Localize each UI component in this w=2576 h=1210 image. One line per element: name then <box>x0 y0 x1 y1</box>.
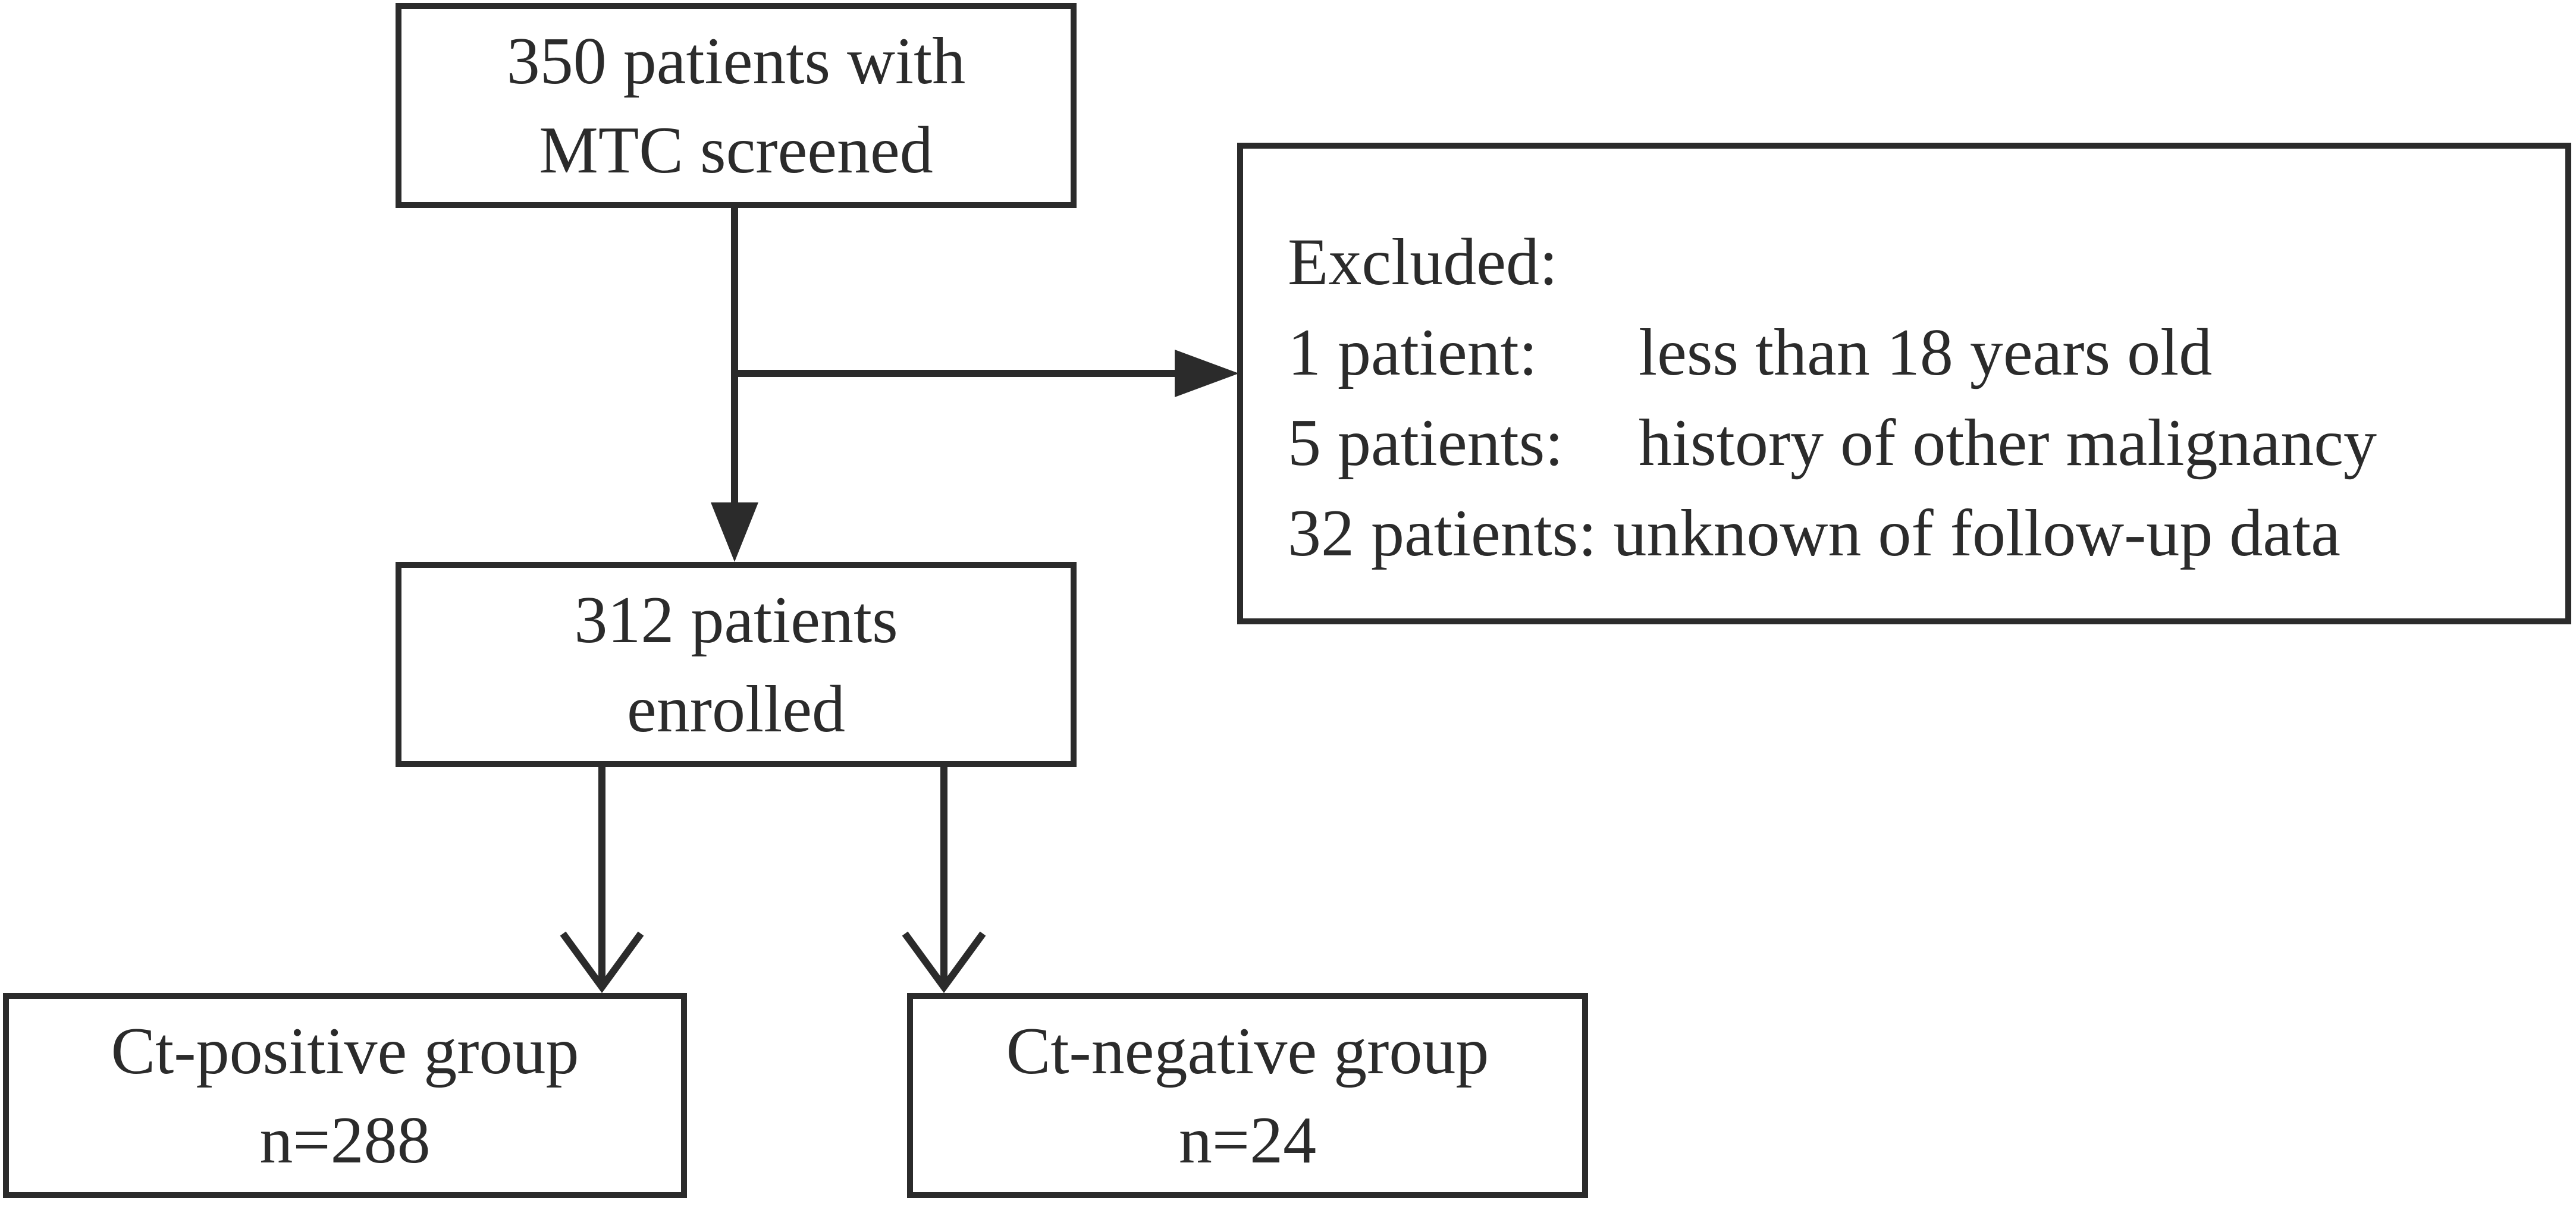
ct-positive-label: Ct-positive group <box>111 1014 579 1088</box>
excluded-box: Excluded: 1 patient: less than 18 years … <box>1237 143 2571 624</box>
enrolled-line-1: 312 patients <box>574 583 898 657</box>
ct-negative-box: Ct-negative group n=24 <box>907 993 1588 1198</box>
enrolled-box: 312 patients enrolled <box>396 562 1077 767</box>
screened-line-2: MTC screened <box>539 113 933 187</box>
excluded-count: 5 patients: <box>1288 406 1564 480</box>
arrowhead-enrolled <box>711 502 758 562</box>
arrowhead-excluded <box>1175 350 1239 397</box>
excluded-reason: 5 patients: history of other malignancy <box>1288 398 2565 488</box>
ct-negative-label: Ct-negative group <box>1006 1014 1489 1088</box>
excluded-count: 1 patient: <box>1288 316 1538 389</box>
excluded-reason-text: less than 18 years old <box>1639 316 2213 389</box>
arrowhead-ct-positive <box>560 931 644 994</box>
excluded-count: 32 patients: <box>1288 496 1597 570</box>
excluded-reason: 1 patient: less than 18 years old <box>1288 307 2565 398</box>
excluded-reason-text: history of other malignancy <box>1639 406 2377 480</box>
screened-box: 350 patients with MTC screened <box>396 3 1077 208</box>
screened-line-1: 350 patients with <box>506 24 966 98</box>
arrowhead-ct-negative <box>902 931 986 994</box>
excluded-reason: 32 patients: unknown of follow-up data <box>1288 488 2565 579</box>
excluded-heading: Excluded: <box>1288 225 1558 299</box>
excluded-reason-text: unknown of follow-up data <box>1613 496 2340 570</box>
ct-positive-count: n=288 <box>259 1103 431 1177</box>
ct-negative-count: n=24 <box>1178 1103 1317 1177</box>
ct-positive-box: Ct-positive group n=288 <box>3 993 687 1198</box>
enrolled-line-2: enrolled <box>627 672 845 746</box>
